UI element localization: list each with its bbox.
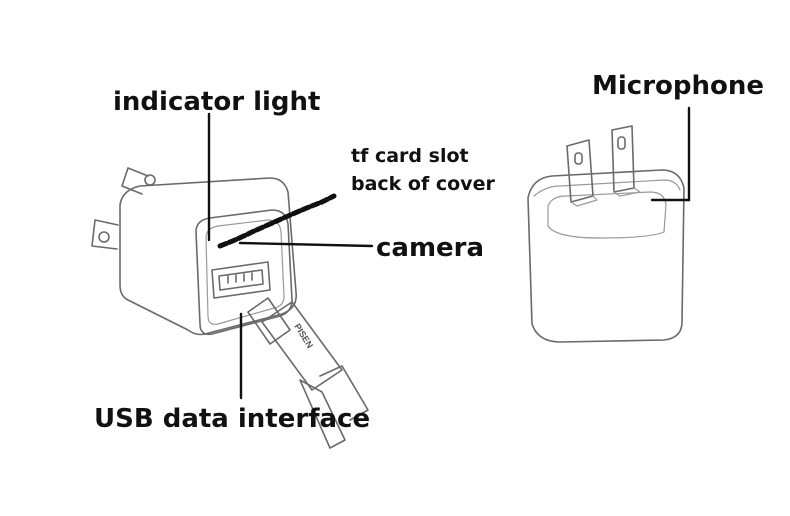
microphone-leader	[650, 106, 691, 202]
charger-prong-bottom	[91, 219, 119, 250]
charger-prong-top	[121, 167, 156, 195]
camera-leader	[238, 241, 374, 248]
camera-label: camera	[376, 233, 484, 263]
charger-front-view: PISEN	[91, 167, 369, 449]
cable-brand-text: PISEN	[292, 322, 315, 350]
charger-front-face	[195, 209, 293, 336]
tf-card-slot-label: tf card slot	[351, 145, 469, 167]
charger-back-prong-right	[611, 125, 641, 197]
usb-data-interface-label: USB data interface	[94, 404, 370, 434]
charger-back-view	[527, 125, 685, 343]
charger-back-prong-left	[566, 139, 598, 207]
tf-card-slot-marker	[217, 193, 337, 249]
charger-body	[119, 177, 298, 336]
charger-back-body	[527, 169, 685, 343]
indicator-light-label: indicator light	[113, 87, 320, 117]
back-of-cover-label: back of cover	[351, 173, 495, 195]
usb-port	[211, 261, 271, 299]
microphone-label: Microphone	[592, 71, 764, 101]
